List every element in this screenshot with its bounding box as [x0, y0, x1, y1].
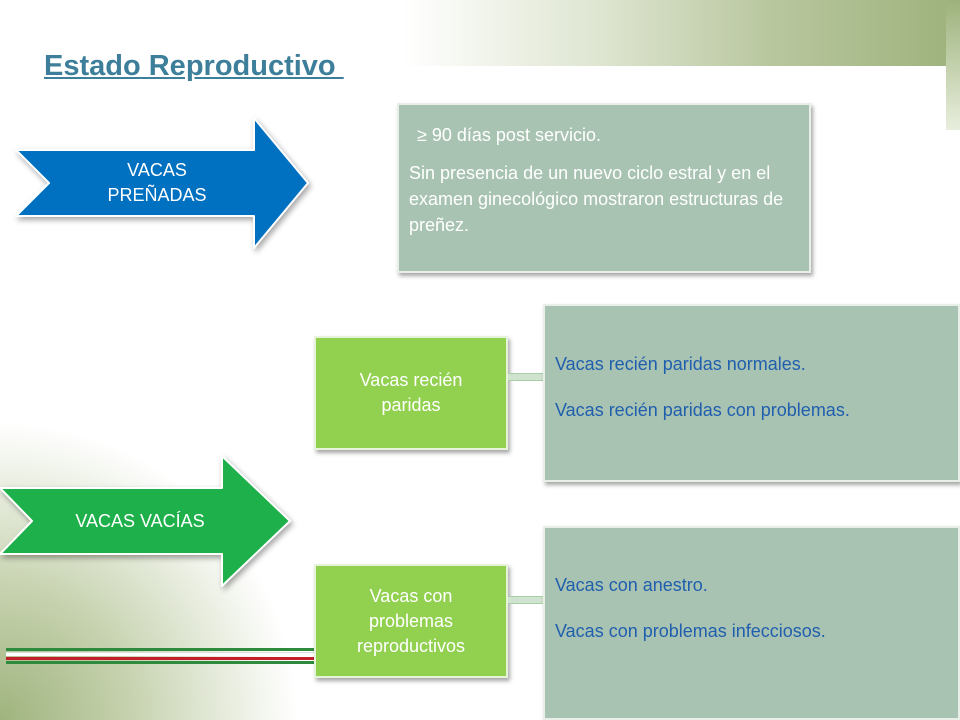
postpartum-connector	[508, 373, 544, 381]
postpartum-item: Vacas recién paridas con problemas.	[555, 400, 850, 420]
pregnant-description-text: Sin presencia de un nuevo ciclo estral y…	[409, 163, 784, 235]
reproductive-problems-item: Vacas con anestro.	[555, 575, 708, 595]
header-gradient-band	[0, 0, 960, 66]
corner-gradient	[0, 420, 300, 720]
pregnant-days-text: ≥ 90 días post servicio.	[417, 125, 601, 145]
postpartum-box: Vacas recién paridas	[314, 336, 508, 450]
reproductive-problems-box: Vacas con problemas reproductivos	[314, 564, 508, 678]
reproductive-problems-item: Vacas con problemas infecciosos.	[555, 621, 826, 641]
empty-arrow-label: VACAS VACÍAS	[75, 510, 205, 531]
pregnant-info-box: ≥ 90 días post servicio. Sin presencia d…	[397, 103, 811, 273]
pregnant-cows-arrow: VACAS PREÑADAS	[15, 117, 309, 249]
reproductive-problems-details-box: Vacas con anestro. Vacas con problemas i…	[543, 526, 960, 720]
empty-cows-arrow: VACAS VACÍAS	[0, 455, 291, 587]
postpartum-label: Vacas recién paridas	[359, 370, 463, 415]
pregnant-arrow-label: VACAS PREÑADAS	[107, 160, 207, 205]
reproductive-problems-connector	[508, 596, 544, 604]
reproductive-problems-label: Vacas con problemas reproductivos	[356, 585, 466, 656]
arrow-right-shape	[15, 117, 309, 249]
page-title: Estado Reproductivo	[44, 50, 344, 82]
postpartum-item: Vacas recién paridas normales.	[555, 354, 806, 374]
right-accent-strip	[946, 0, 960, 130]
flag-stripes	[6, 648, 316, 664]
arrow-right-shape	[0, 455, 291, 587]
postpartum-details-box: Vacas recién paridas normales. Vacas rec…	[543, 304, 960, 482]
